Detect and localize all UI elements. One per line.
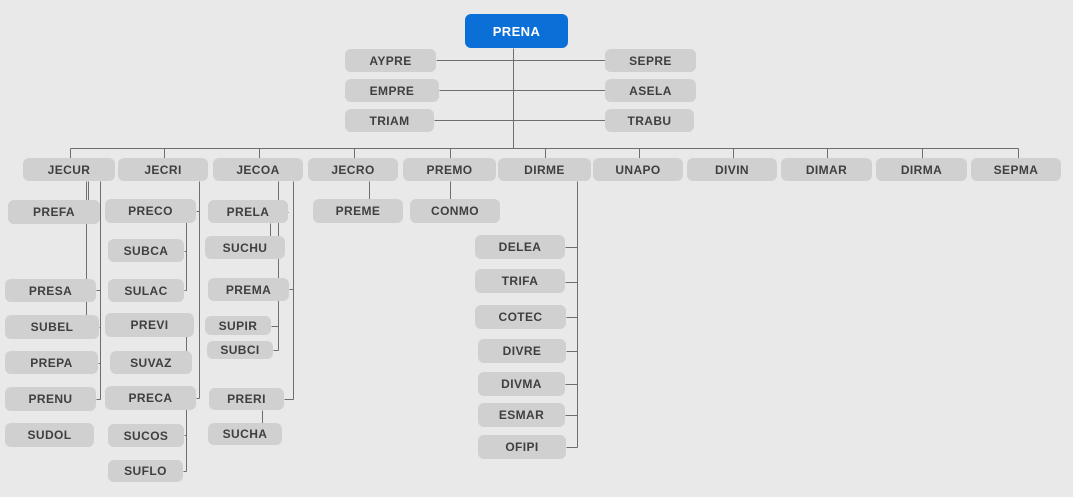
node-subunit[interactable]: SUVAZ [110, 351, 192, 374]
node-subunit[interactable]: DELEA [475, 235, 565, 259]
node-assistant-left[interactable]: TRIAM [345, 109, 434, 132]
node-subunit[interactable]: PRESA [5, 279, 96, 302]
node-unit[interactable]: UNAPO [593, 158, 683, 181]
node-assistant-left[interactable]: AYPRE [345, 49, 436, 72]
node-unit[interactable]: DIMAR [781, 158, 872, 181]
node-assistant-right[interactable]: TRABU [605, 109, 694, 132]
node-subunit[interactable]: PRELA [208, 200, 288, 223]
node-unit[interactable]: JECRO [308, 158, 398, 181]
node-root[interactable]: PRENA [465, 14, 568, 48]
node-unit[interactable]: DIVIN [687, 158, 777, 181]
node-subunit[interactable]: PREMA [208, 278, 289, 301]
node-subunit[interactable]: SUPIR [205, 316, 271, 335]
node-subunit[interactable]: PREVI [105, 313, 194, 337]
node-assistant-left[interactable]: EMPRE [345, 79, 439, 102]
node-subunit[interactable]: PRENU [5, 387, 96, 411]
node-unit[interactable]: DIRME [498, 158, 591, 181]
node-subunit[interactable]: SULAC [108, 279, 184, 302]
node-subunit[interactable]: SUBCI [207, 341, 273, 359]
node-subunit[interactable]: DIVMA [478, 372, 565, 396]
node-assistant-right[interactable]: ASELA [605, 79, 696, 102]
node-subunit[interactable]: PRECO [105, 199, 196, 223]
node-unit[interactable]: JECOA [213, 158, 303, 181]
node-subunit[interactable]: PRERI [209, 388, 284, 410]
node-subunit[interactable]: PREFA [8, 200, 100, 224]
node-subunit[interactable]: COTEC [475, 305, 566, 329]
node-subunit[interactable]: SUFLO [108, 460, 183, 482]
node-subunit[interactable]: DIVRE [478, 339, 566, 363]
node-subunit[interactable]: SUBCA [108, 239, 184, 262]
node-subunit[interactable]: CONMO [410, 199, 500, 223]
node-unit[interactable]: JECUR [23, 158, 115, 181]
node-unit[interactable]: JECRI [118, 158, 208, 181]
node-subunit[interactable]: ESMAR [478, 403, 565, 427]
node-subunit[interactable]: PRECA [105, 386, 196, 410]
node-subunit[interactable]: PREME [313, 199, 403, 223]
node-subunit[interactable]: OFIPI [478, 435, 566, 459]
node-subunit[interactable]: SUBEL [5, 315, 99, 339]
node-unit[interactable]: PREMO [403, 158, 496, 181]
node-subunit[interactable]: SUCOS [108, 424, 184, 447]
node-unit[interactable]: DIRMA [876, 158, 967, 181]
node-unit[interactable]: SEPMA [971, 158, 1061, 181]
node-assistant-right[interactable]: SEPRE [605, 49, 696, 72]
node-subunit[interactable]: SUCHU [205, 236, 285, 259]
node-subunit[interactable]: SUDOL [5, 423, 94, 447]
node-subunit[interactable]: PREPA [5, 351, 98, 374]
node-subunit[interactable]: TRIFA [475, 269, 565, 293]
node-subunit[interactable]: SUCHA [208, 423, 282, 445]
